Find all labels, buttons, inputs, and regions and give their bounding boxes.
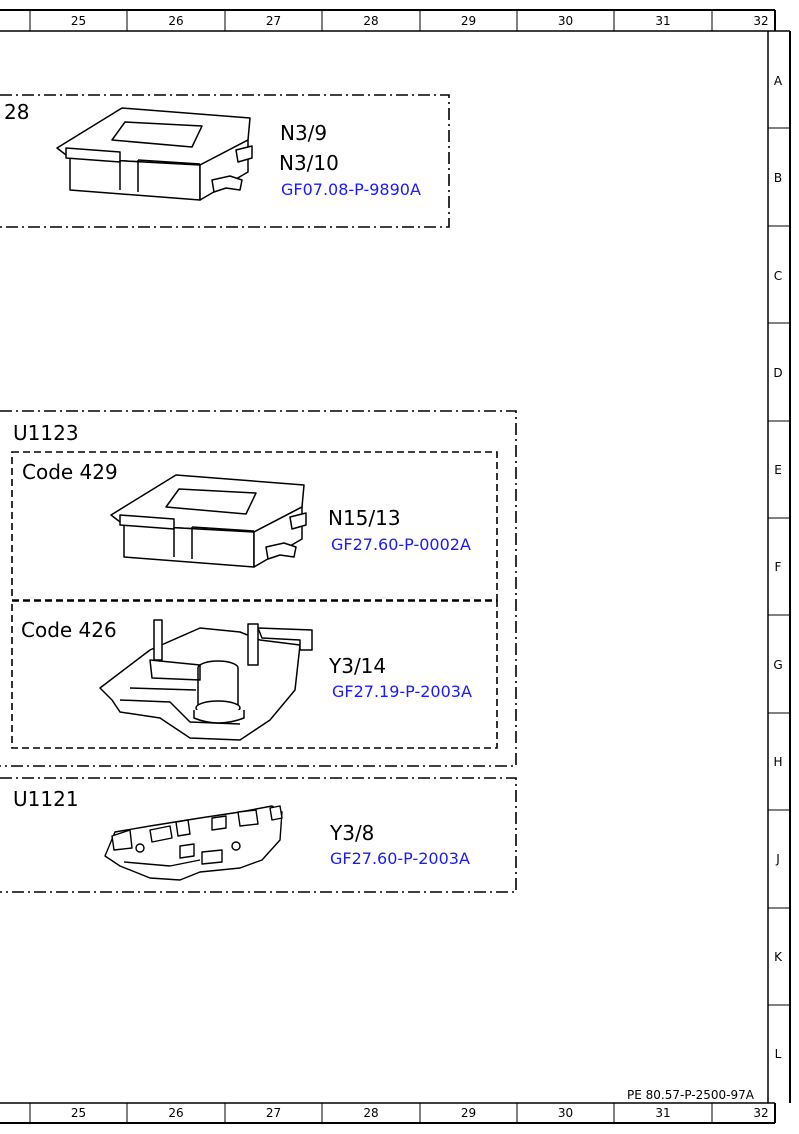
ruler-col-28: 28 xyxy=(363,1106,379,1120)
code-426-title: Code 426 xyxy=(21,618,117,642)
code-429-title: Code 429 xyxy=(22,460,118,484)
ruler-col-31: 31 xyxy=(655,1106,671,1120)
ruler-col-32: 32 xyxy=(753,14,769,28)
document-id: PE 80.57-P-2500-97A xyxy=(627,1088,754,1102)
part-label-n3-9: N3/9 xyxy=(280,121,328,145)
section-u1123-title: U1123 xyxy=(13,421,79,445)
ruler-row-a: A xyxy=(773,74,783,88)
ruler-col-28: 28 xyxy=(363,14,379,28)
ruler-row-d: D xyxy=(773,366,783,380)
section-top-title: 28 xyxy=(4,100,30,124)
reference-link-u1121[interactable]: GF27.60-P-2003A xyxy=(330,849,470,868)
ruler-col-31: 31 xyxy=(655,14,671,28)
ruler-row-b: B xyxy=(773,171,783,185)
ruler-col-32: 32 xyxy=(753,1106,769,1120)
ruler-col-29: 29 xyxy=(460,1106,477,1120)
ruler-col-30: 30 xyxy=(557,1106,574,1120)
reference-link-top[interactable]: GF07.08-P-9890A xyxy=(281,180,421,199)
ruler-col-25: 25 xyxy=(70,14,87,28)
ruler-col-25: 25 xyxy=(70,1106,87,1120)
ruler-row-f: F xyxy=(774,560,782,574)
ruler-row-g: G xyxy=(773,658,783,672)
ruler-row-e: E xyxy=(774,463,782,477)
ruler-row-h: H xyxy=(773,755,783,769)
ruler-col-29: 29 xyxy=(460,14,477,28)
ruler-col-27: 27 xyxy=(265,1106,282,1120)
ruler-row-k: K xyxy=(774,950,782,964)
part-label-y3-8: Y3/8 xyxy=(330,821,375,845)
ruler-row-l: L xyxy=(774,1047,782,1061)
ruler-row-j: J xyxy=(776,852,780,866)
ruler-col-27: 27 xyxy=(265,14,282,28)
ruler-row-c: C xyxy=(773,269,783,283)
part-label-n3-10: N3/10 xyxy=(279,151,339,175)
reference-link-code429[interactable]: GF27.60-P-0002A xyxy=(331,535,471,554)
part-label-n15-13: N15/13 xyxy=(328,506,401,530)
reference-link-code426[interactable]: GF27.19-P-2003A xyxy=(332,682,472,701)
ruler-col-26: 26 xyxy=(168,14,184,28)
part-label-y3-14: Y3/14 xyxy=(329,654,387,678)
section-u1121-title: U1121 xyxy=(13,787,79,811)
ruler-col-26: 26 xyxy=(168,1106,184,1120)
ruler-col-30: 30 xyxy=(557,14,574,28)
